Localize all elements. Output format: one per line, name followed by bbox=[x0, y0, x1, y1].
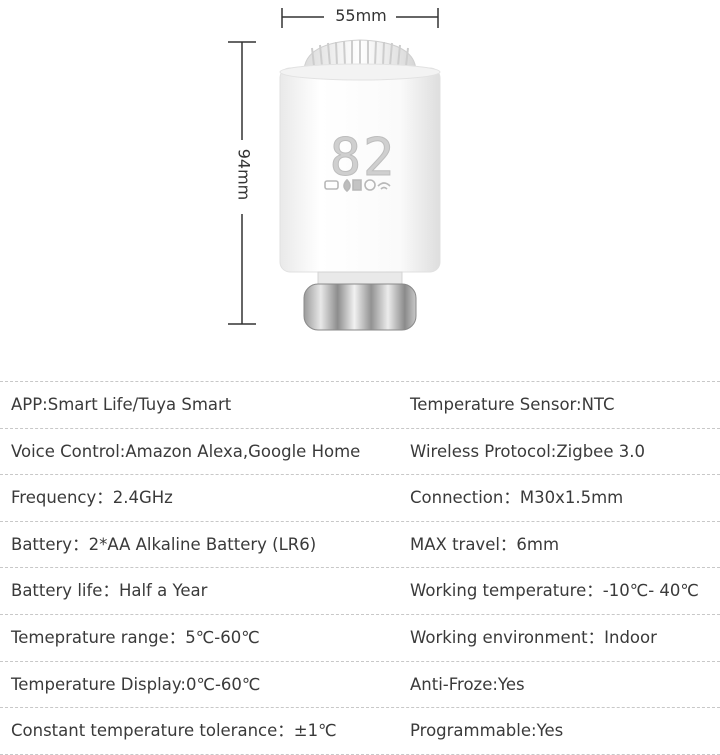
spec-row: Battery life：Half a Year Working tempera… bbox=[0, 568, 720, 615]
spec-programmable: Programmable:Yes bbox=[410, 721, 564, 741]
spec-max-travel: MAX travel：6mm bbox=[410, 534, 560, 554]
spec-row: Battery：2*AA Alkaline Battery (LR6) MAX … bbox=[0, 522, 720, 569]
spec-row: Voice Control:Amazon Alexa,Google Home W… bbox=[0, 429, 720, 476]
timer-icon bbox=[364, 179, 376, 191]
spec-temperature-tolerance: Constant temperature tolerance：±1℃ bbox=[11, 721, 337, 741]
spec-battery-life: Battery life：Half a Year bbox=[11, 581, 208, 601]
metal-connector-nut bbox=[303, 283, 417, 331]
width-dimension-line bbox=[281, 8, 439, 28]
spec-table: APP:Smart Life/Tuya Smart Temperature Se… bbox=[0, 381, 720, 755]
height-dimension-line bbox=[228, 41, 256, 325]
spec-row: Temperature Display:0℃-60℃ Anti-Froze:Ye… bbox=[0, 662, 720, 709]
spec-row: Frequency：2.4GHz Connection：M30x1.5mm bbox=[0, 475, 720, 522]
spec-battery: Battery：2*AA Alkaline Battery (LR6) bbox=[11, 534, 317, 554]
display-digits: 82 bbox=[330, 128, 397, 188]
window-open-icon bbox=[352, 179, 362, 191]
spec-temperature-display: Temperature Display:0℃-60℃ bbox=[11, 674, 261, 694]
display-icon-row bbox=[324, 178, 391, 193]
wifi-icon bbox=[377, 182, 391, 190]
width-dimension-label: 55mm bbox=[326, 6, 396, 25]
product-figure: 82 55mm 94mm bbox=[0, 0, 720, 370]
spec-row: APP:Smart Life/Tuya Smart Temperature Se… bbox=[0, 381, 720, 429]
spec-connection: Connection：M30x1.5mm bbox=[410, 488, 624, 508]
spec-row: Temeprature range：5℃-60℃ Working environ… bbox=[0, 615, 720, 662]
spec-voice-control: Voice Control:Amazon Alexa,Google Home bbox=[11, 441, 361, 461]
spec-row: Constant temperature tolerance：±1℃ Progr… bbox=[0, 708, 720, 755]
thermostat-illustration: 82 bbox=[228, 8, 441, 331]
spec-frequency: Frequency：2.4GHz bbox=[11, 488, 173, 508]
spec-temperature-range: Temeprature range：5℃-60℃ bbox=[11, 627, 260, 647]
spec-working-temperature: Working temperature：-10℃- 40℃ bbox=[410, 581, 699, 601]
spec-wireless-protocol: Wireless Protocol:Zigbee 3.0 bbox=[410, 441, 645, 461]
heat-drop-icon bbox=[343, 178, 351, 193]
battery-icon bbox=[324, 180, 339, 190]
spec-app: APP:Smart Life/Tuya Smart bbox=[11, 395, 232, 414]
spec-temperature-sensor: Temperature Sensor:NTC bbox=[410, 395, 615, 414]
spec-working-environment: Working environment：Indoor bbox=[410, 627, 657, 647]
spec-anti-froze: Anti-Froze:Yes bbox=[410, 674, 525, 694]
height-dimension-label: 94mm bbox=[234, 148, 254, 201]
